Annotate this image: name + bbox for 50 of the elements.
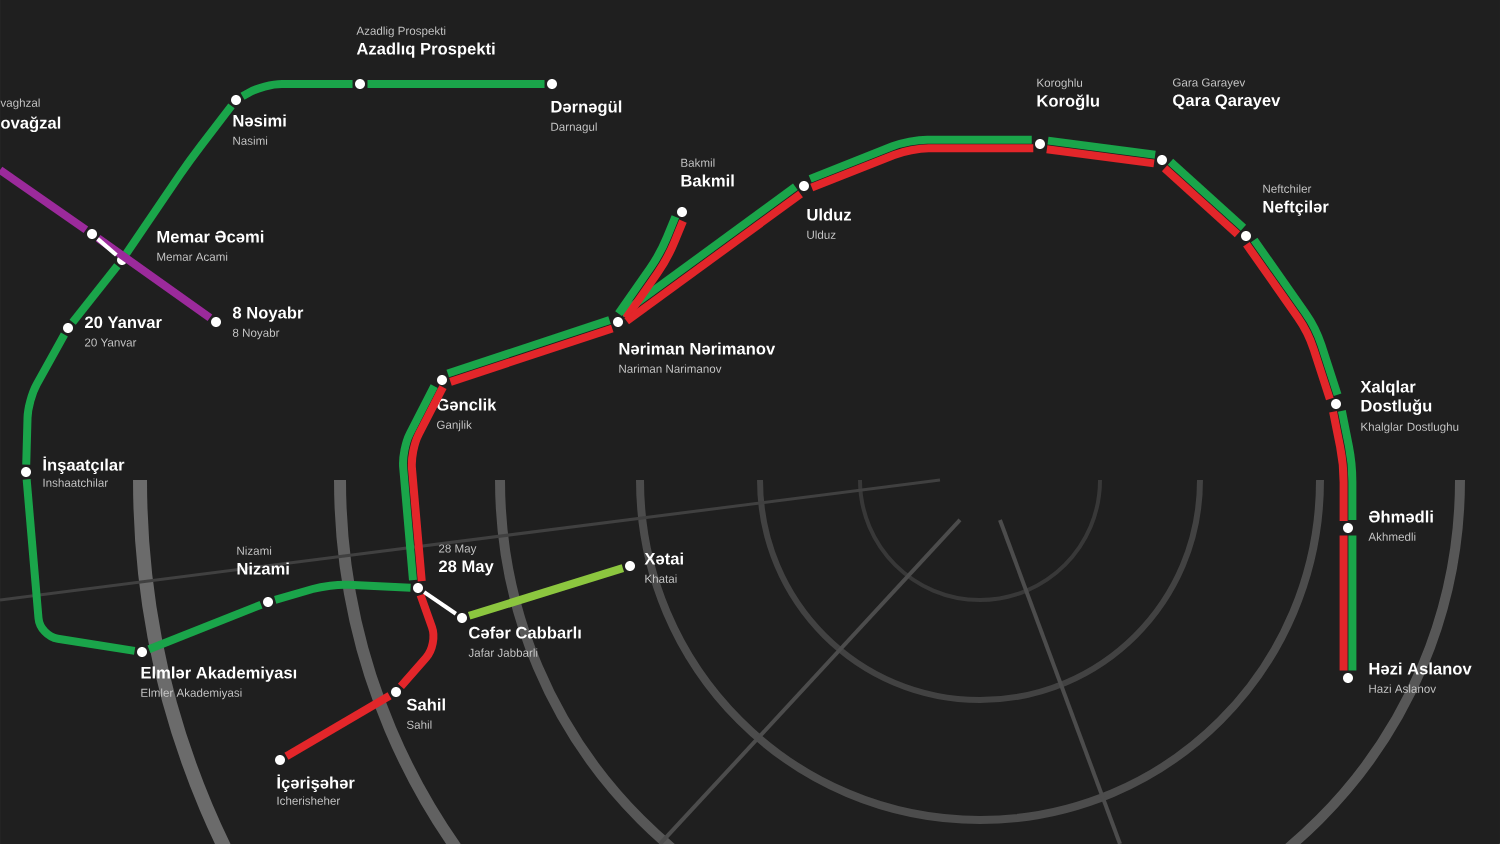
- metro-line: [399, 384, 438, 581]
- metro-line: [122, 103, 235, 257]
- station-name: Nəriman Nərimanov: [619, 342, 776, 355]
- metro-line: [467, 564, 625, 620]
- station-name: Xətai: [644, 552, 683, 565]
- station-name: Bakmil: [681, 174, 734, 187]
- metro-line: [22, 332, 68, 465]
- metro-line: [284, 692, 392, 760]
- station-name: Dərnəgül: [551, 100, 622, 116]
- metro-line: [810, 144, 1034, 192]
- station-name: 20 Yanvar: [85, 316, 162, 329]
- station-name: Koroğlu: [1037, 94, 1099, 111]
- metro-line: [274, 580, 411, 604]
- metro-line: [1348, 535, 1357, 671]
- metro-line: [397, 593, 438, 689]
- station-name: 28 May: [439, 560, 494, 576]
- metro-line: [1337, 410, 1357, 521]
- station-name: Gənclik: [437, 398, 497, 411]
- metro-line: [1339, 535, 1348, 671]
- metro-line: [808, 135, 1032, 183]
- station-name: Ulduz: [807, 208, 851, 221]
- metro-line: [367, 80, 545, 88]
- transfer-link: [423, 590, 457, 616]
- station-name: Memar Əcəmi: [157, 230, 264, 243]
- metro-line: [1329, 410, 1348, 521]
- transfer-link: [96, 237, 118, 257]
- station-name: İçərişəhər: [277, 774, 355, 793]
- metro-line: [407, 385, 447, 582]
- station-name: Cəfər Cabbarlı: [469, 626, 581, 639]
- metro-line: [0, 166, 89, 233]
- station-name: 8 Noyabr: [232, 306, 304, 322]
- metro-line: [147, 601, 263, 653]
- station-name: Qara Qarayev: [1173, 94, 1281, 110]
- metro-line: [1046, 145, 1155, 168]
- station-name: ovağzal: [1, 116, 61, 133]
- station-name: Xalqlar Dostluğu: [1360, 380, 1432, 415]
- station-name: Nəsimi: [233, 114, 286, 127]
- station-name: Azadlıq Prospekti: [356, 42, 495, 58]
- metro-line: [22, 479, 136, 655]
- station-name: İnşaatçılar: [43, 456, 125, 475]
- station-name: Həzi Aslanov: [1369, 662, 1472, 675]
- metro-line: [1047, 136, 1156, 159]
- station-name: Neftçilər: [1263, 200, 1329, 216]
- station-name: Əhmədli: [1369, 510, 1433, 523]
- metro-line: [95, 235, 213, 321]
- metro-line: [69, 263, 121, 325]
- station-name: Nizami: [237, 562, 289, 575]
- metro-line: [240, 80, 353, 100]
- station-name: Elmlər Akademiyası: [141, 666, 297, 682]
- station-name: Sahil: [406, 698, 445, 711]
